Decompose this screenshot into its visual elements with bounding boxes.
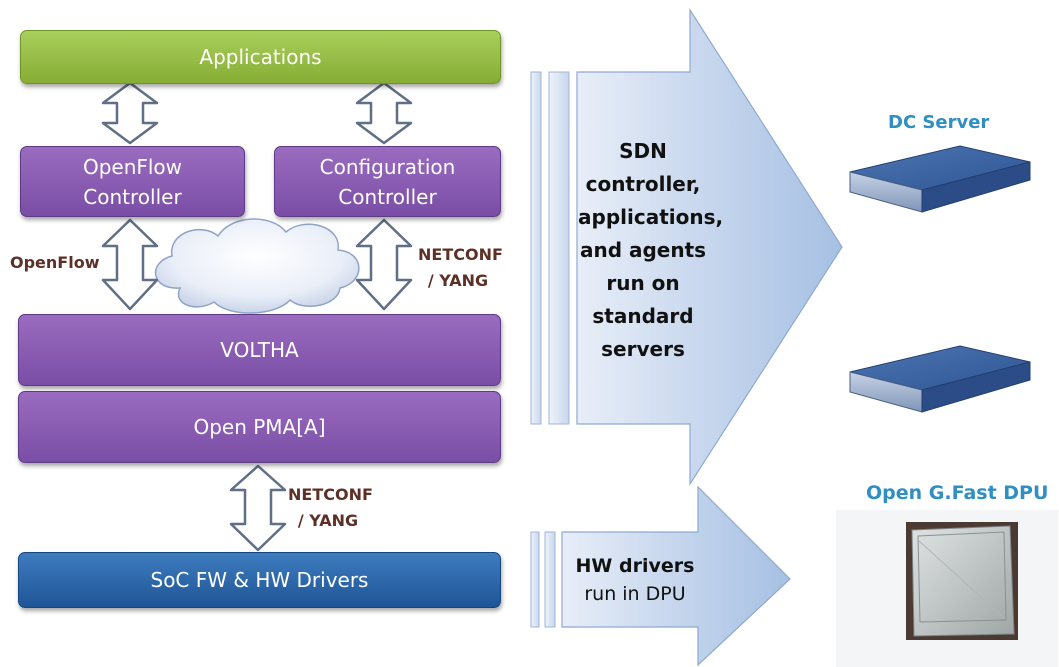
big-arrow-line: run on	[606, 271, 680, 295]
netconf-lower-label: NETCONF / YANG	[288, 482, 373, 534]
big-arrow-line: applications,	[578, 205, 724, 229]
small-arrow	[530, 485, 791, 667]
netconf-upper-label: NETCONF / YANG	[418, 242, 503, 294]
dc-server-icon	[849, 145, 1031, 213]
netconf-lower-line1: NETCONF	[288, 485, 373, 504]
voltha-label: VOLTHA	[220, 338, 299, 362]
soc-fw-box: SoC FW & HW Drivers	[18, 552, 501, 608]
big-arrow	[530, 7, 843, 487]
big-arrow-line: standard	[592, 304, 694, 328]
hw-drivers-subtitle: run in DPU	[584, 583, 686, 605]
openflow-controller-line1: OpenFlow	[82, 154, 183, 179]
big-arrow-line: SDN	[619, 139, 667, 163]
server-icon	[849, 345, 1031, 413]
voltha-box: VOLTHA	[18, 314, 501, 386]
openflow-link-label: OpenFlow	[10, 253, 100, 272]
double-arrow-apps-config	[355, 81, 413, 145]
netconf-upper-line1: NETCONF	[418, 245, 503, 264]
dpu-icon	[836, 510, 1058, 667]
dpu-label: Open G.Fast DPU	[866, 482, 1049, 504]
hw-drivers-title: HW drivers	[575, 555, 695, 577]
applications-label: Applications	[199, 45, 322, 69]
configuration-controller-line1: Configuration	[319, 154, 456, 179]
open-pma-box: Open PMA[A]	[18, 391, 501, 463]
big-arrow-line: controller,	[585, 172, 701, 196]
small-arrow-text: HW drivers run in DPU	[570, 552, 700, 608]
double-arrow-openflow	[101, 218, 159, 311]
big-arrow-text: SDN controller, applications, and agents…	[578, 135, 724, 366]
applications-box: Applications	[20, 30, 501, 84]
configuration-controller-box: Configuration Controller	[274, 146, 501, 217]
openflow-controller-line2: Controller	[83, 184, 182, 209]
double-arrow-netconf-lower	[229, 464, 287, 552]
soc-fw-label: SoC FW & HW Drivers	[150, 568, 369, 592]
double-arrow-apps-openflow	[101, 81, 159, 145]
dc-server-label: DC Server	[888, 112, 990, 133]
double-arrow-netconf-upper	[355, 218, 413, 311]
configuration-controller-line2: Controller	[338, 184, 437, 209]
netconf-lower-line2: / YANG	[297, 511, 359, 530]
openflow-controller-box: OpenFlow Controller	[20, 146, 245, 217]
open-pma-label: Open PMA[A]	[193, 415, 326, 439]
network-cloud	[155, 218, 360, 314]
big-arrow-line: and agents	[579, 238, 707, 262]
big-arrow-line: servers	[601, 337, 685, 361]
netconf-upper-line2: / YANG	[427, 271, 489, 290]
